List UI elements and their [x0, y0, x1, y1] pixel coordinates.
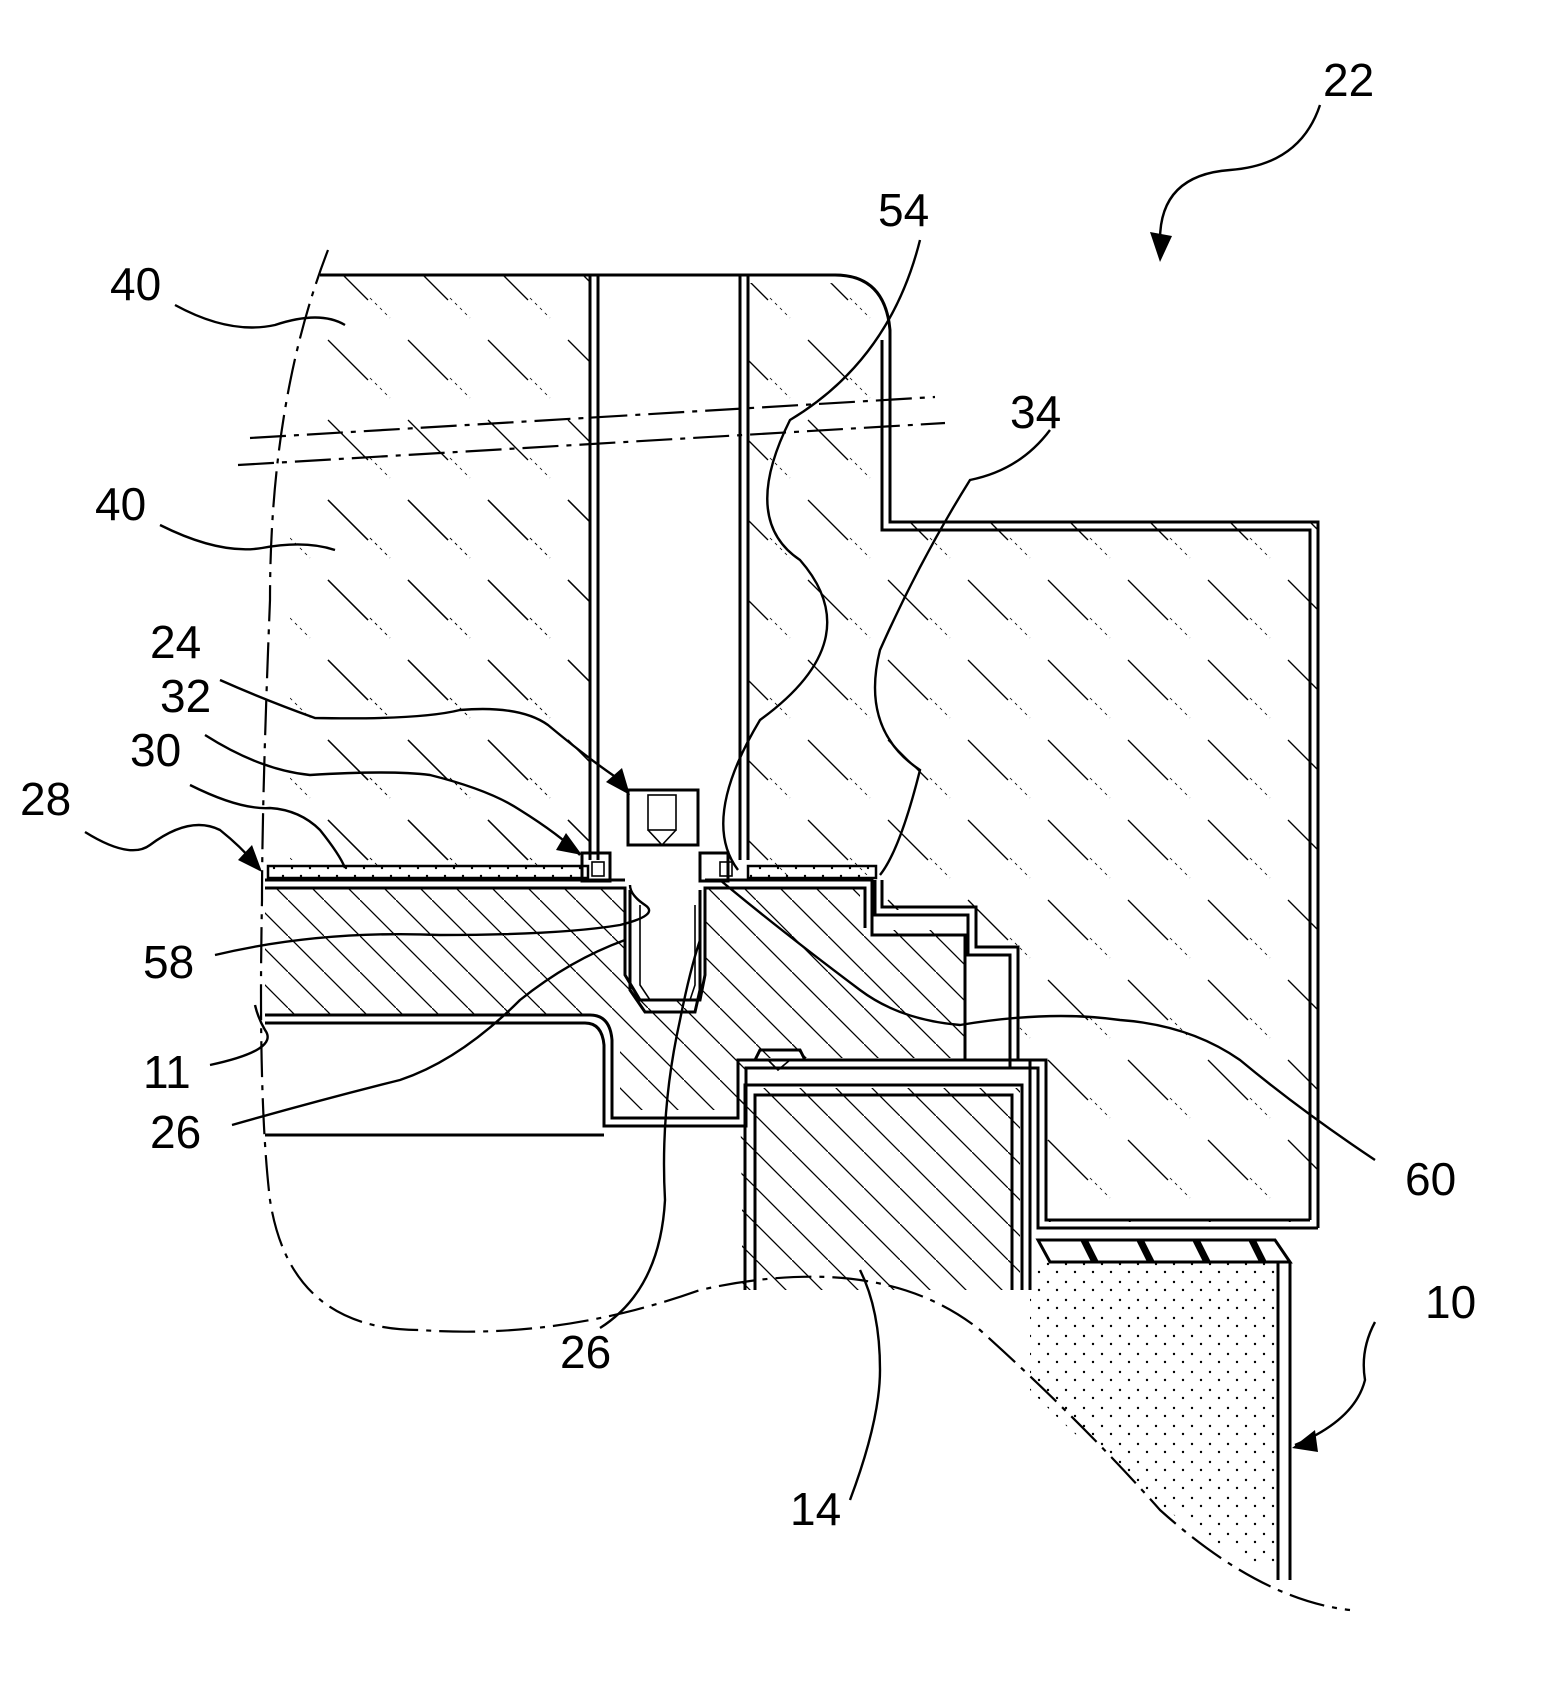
label-10: 10: [1425, 1276, 1476, 1328]
label-24: 24: [150, 616, 201, 668]
fastener-24: [628, 790, 698, 845]
label-26-left: 26: [150, 1106, 201, 1158]
label-34: 34: [1010, 386, 1061, 438]
label-58: 58: [143, 936, 194, 988]
label-14: 14: [790, 1483, 841, 1535]
gasket-strip: [1038, 1240, 1290, 1262]
vertical-channel: [740, 275, 748, 860]
label-26-center: 26: [560, 1326, 611, 1378]
glass-panel-lower-left: [290, 480, 590, 860]
label-11: 11: [143, 1046, 191, 1098]
label-54: 54: [878, 184, 929, 236]
label-60: 60: [1405, 1153, 1456, 1205]
label-22: 22: [1323, 54, 1374, 106]
label-32: 32: [160, 670, 211, 722]
clip-54: [700, 853, 732, 881]
label-28: 28: [20, 773, 71, 825]
support-block-14: [740, 1060, 1030, 1290]
label-30: 30: [130, 724, 181, 776]
seal-strip-30: [268, 866, 876, 878]
u-channel-26: [630, 890, 700, 1012]
label-40-lower: 40: [95, 478, 146, 530]
wall-base-10: [1030, 1262, 1290, 1580]
label-40-top: 40: [110, 258, 161, 310]
